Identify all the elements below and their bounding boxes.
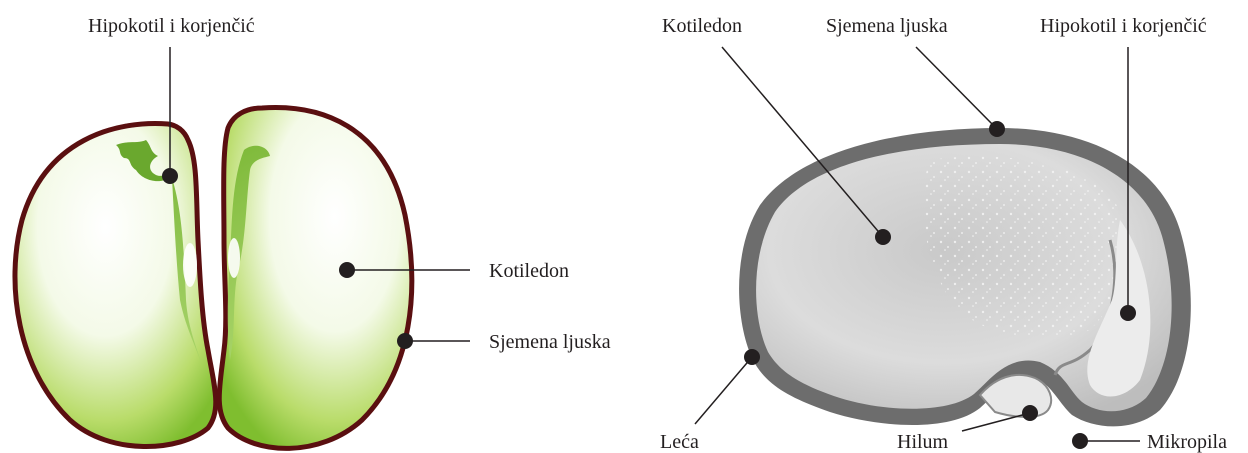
left-hypocotyl-dot [162,168,178,184]
left-cotyledon-half [15,124,216,447]
right-cotyledon-dot [875,229,891,245]
lens-dot [744,349,760,365]
hilum-dot [1022,405,1038,421]
right-hypocotyl-label: Hipokotil i korjenčić [1040,15,1207,37]
right-radicle-highlight [228,238,240,278]
right-hypocotyl-dot [1120,305,1136,321]
lens-label: Leća [660,431,699,453]
hilum-leader [962,413,1030,431]
right-seed-coat-dot [989,121,1005,137]
left-cotyledon-dot [339,262,355,278]
left-seed-coat-dot [397,333,413,349]
lens-leader [695,357,752,424]
left-seed-coat-label: Sjemena ljuska [489,331,611,353]
left-cotyledon-label: Kotiledon [489,260,569,282]
hilum-label: Hilum [897,431,949,453]
left-hypocotyl-label: Hipokotil i korjenčić [88,15,255,37]
left-radicle-highlight [183,243,197,287]
right-seed-illustration [739,128,1191,426]
left-seed-illustration [15,108,412,449]
right-seed-coat-leader [916,47,997,129]
micropyle-label: Mikropila [1147,431,1227,453]
right-seed-coat-label: Sjemena ljuska [826,15,948,37]
right-cotyledon-label: Kotiledon [662,15,742,37]
micropyle-dot [1072,433,1088,449]
